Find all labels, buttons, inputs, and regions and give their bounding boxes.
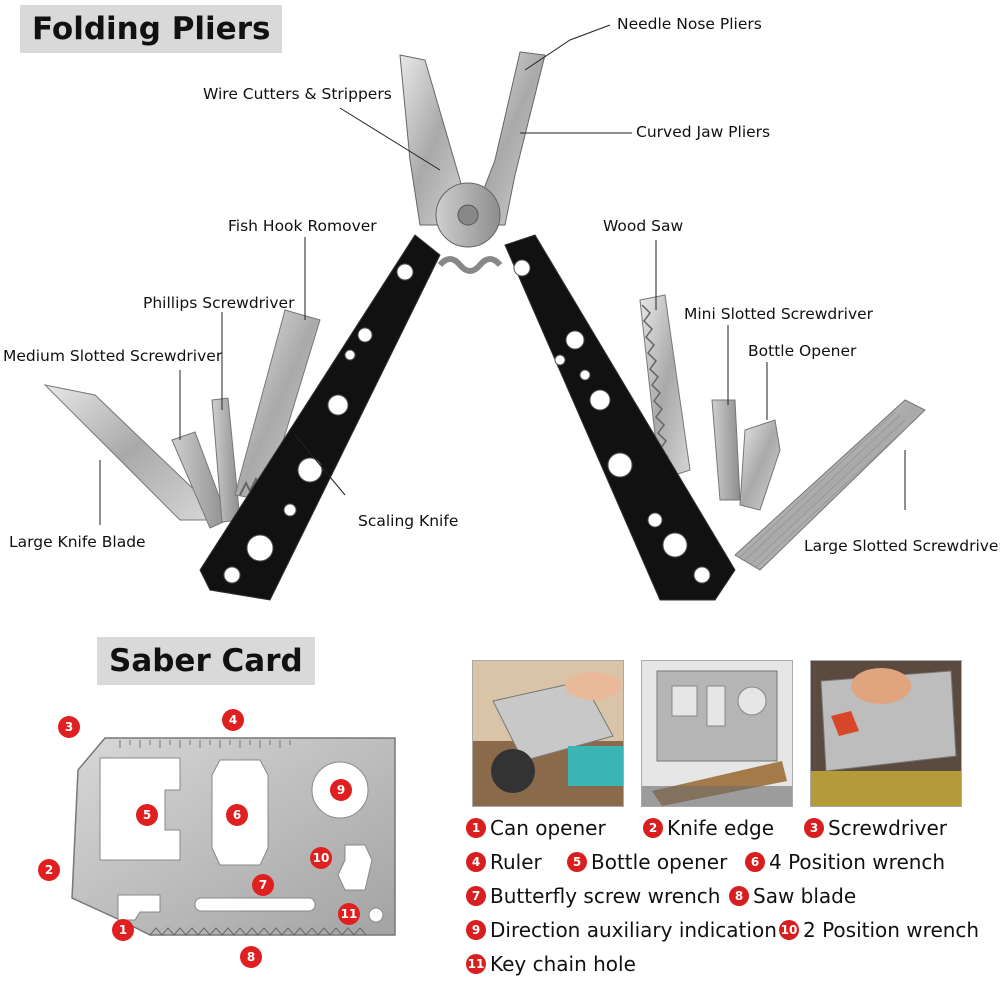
marker-8: 8	[240, 946, 262, 968]
saber-card-title: Saber Card	[97, 637, 315, 685]
callout-wood-saw: Wood Saw	[603, 217, 684, 235]
wood-saw	[639, 294, 691, 481]
legend-label: Butterfly screw wrench	[490, 884, 721, 908]
legend-number: 6	[745, 852, 765, 872]
wood-saw-teeth	[641, 304, 669, 458]
callout-mini-slotted: Mini Slotted Screwdriver	[684, 305, 874, 323]
legend-number: 1	[466, 818, 486, 838]
legend-label: Ruler	[490, 850, 542, 874]
marker-5: 5	[136, 804, 158, 826]
left-handle	[199, 234, 441, 601]
legend-label: 2 Position wrench	[803, 918, 980, 942]
legend-number: 9	[466, 920, 486, 940]
marker-4: 4	[222, 709, 244, 731]
leader-scaling-knife	[294, 434, 346, 496]
legend-label: Direction auxiliary indication	[490, 918, 777, 942]
callout-medium-slotted: Medium Slotted Screwdriver	[3, 347, 223, 365]
legend-label: Saw blade	[753, 884, 857, 908]
marker-1: 1	[112, 919, 134, 941]
legend-label: Can opener	[490, 816, 606, 840]
legend-item-knife-edge: 2 Knife edge	[643, 816, 774, 840]
callout-large-knife: Large Knife Blade	[9, 533, 146, 551]
right-handle	[504, 234, 736, 601]
callout-curved-jaw: Curved Jaw Pliers	[636, 123, 771, 141]
legend-item-can-opener: 1 Can opener	[466, 816, 606, 840]
marker-3: 3	[58, 716, 80, 738]
large-slotted-screwdriver	[734, 399, 926, 571]
legend-number: 8	[729, 886, 749, 906]
folding-pliers-title: Folding Pliers	[20, 5, 283, 53]
butterfly-slot	[194, 897, 316, 912]
legend-number: 2	[643, 818, 663, 838]
legend-number: 4	[466, 852, 486, 872]
callout-large-slotted: Large Slotted Screwdriver	[804, 537, 1000, 555]
legend-item-2-position-wrench: 10 2 Position wrench	[779, 918, 979, 942]
bottle-opener	[739, 419, 781, 511]
legend-item-4-position-wrench: 6 4 Position wrench	[745, 850, 945, 874]
callout-wire-cutters: Wire Cutters & Strippers	[203, 85, 392, 103]
marker-9: 9	[330, 779, 352, 801]
usage-photo-can-opener	[472, 660, 624, 807]
legend-item-key-chain-hole: 11 Key chain hole	[466, 952, 636, 976]
usage-photo-screwdriver	[810, 660, 962, 807]
legend-label: Knife edge	[667, 816, 775, 840]
two-position-wrench	[337, 844, 373, 891]
legend-item-bottle-opener: 5 Bottle opener	[567, 850, 727, 874]
marker-2: 2	[38, 859, 60, 881]
legend-item-screwdriver: 3 Screwdriver	[804, 816, 947, 840]
legend-number: 7	[466, 886, 486, 906]
legend-item-direction-indication: 9 Direction auxiliary indication	[466, 918, 777, 942]
marker-10: 10	[310, 847, 332, 869]
pliers-illustration	[43, 24, 926, 601]
marker-7: 7	[252, 874, 274, 896]
callout-fish-hook: Fish Hook Romover	[228, 217, 377, 235]
legend-label: Key chain hole	[490, 952, 636, 976]
callout-phillips: Phillips Screwdriver	[143, 294, 295, 312]
legend-item-butterfly-wrench: 7 Butterfly screw wrench	[466, 884, 720, 908]
spring	[437, 256, 503, 274]
legend-number: 10	[779, 920, 799, 940]
key-chain-hole	[368, 907, 384, 923]
legend-item-ruler: 4 Ruler	[466, 850, 542, 874]
legend-label: 4 Position wrench	[769, 850, 946, 874]
legend-label: Screwdriver	[828, 816, 947, 840]
callout-bottle-opener: Bottle Opener	[748, 342, 857, 360]
legend-number: 3	[804, 818, 824, 838]
callout-scaling-knife: Scaling Knife	[358, 512, 459, 530]
right-jaw	[469, 51, 546, 226]
card-saw-edge	[149, 927, 367, 936]
leader-wire-cutters	[339, 107, 441, 171]
legend-number: 11	[466, 954, 486, 974]
legend-label: Bottle opener	[591, 850, 728, 874]
leader-needle-nose	[524, 24, 611, 71]
marker-11: 11	[338, 903, 360, 925]
legend-number: 5	[567, 852, 587, 872]
usage-photo-knife-edge	[641, 660, 793, 807]
marker-6: 6	[226, 804, 248, 826]
callout-needle-nose: Needle Nose Pliers	[617, 15, 762, 33]
legend-item-saw-blade: 8 Saw blade	[729, 884, 856, 908]
